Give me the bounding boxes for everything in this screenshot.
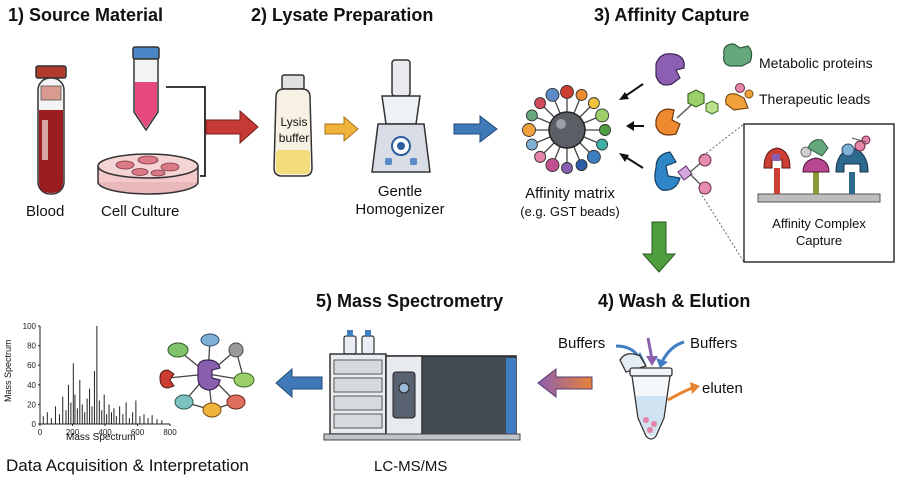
matrix-ligand: [575, 159, 588, 172]
matrix-ligand: [545, 87, 560, 102]
matrix-ligand: [522, 123, 536, 137]
arrow-5-to-network-icon: [275, 367, 323, 399]
blood-tube-icon: [35, 65, 67, 195]
step-5-title: 5) Mass Spectrometry: [316, 291, 504, 311]
homogenizer-icon: [371, 59, 431, 173]
affinity-matrix-label: Affinity matrix: [525, 185, 615, 202]
ligand-purple-icon: [655, 53, 685, 86]
homogenizer-label-line1: Gentle: [377, 183, 423, 200]
spectrum-xtick-label: 600: [131, 428, 145, 437]
matrix-ligand: [599, 124, 611, 136]
petri-dish-icon: [97, 153, 199, 195]
arrow-3-to-4-icon: [641, 221, 677, 273]
arrow-lysis-to-homogenizer-icon: [324, 115, 359, 143]
matrix-ligand: [534, 150, 547, 163]
spectrum-ytick-label: 60: [27, 361, 36, 370]
falcon-tube-icon: [132, 46, 160, 132]
spectrum-ylabel: Mass Spectrum: [3, 339, 13, 402]
step-4-title: 4) Wash & Elution: [598, 291, 751, 311]
spectrum-ytick-label: 80: [27, 342, 36, 351]
matrix-ligand: [560, 85, 574, 99]
spectrum-xtick-label: 0: [38, 428, 43, 437]
ligand-orange-icon: [655, 89, 719, 136]
inset-connector: [699, 123, 745, 263]
legend-metabolic-label: Metabolic proteins: [759, 55, 873, 71]
lysis-label-line1: Lysis: [280, 115, 308, 129]
complex-label-line2: Capture: [795, 233, 843, 248]
blood-label: Blood: [26, 203, 65, 220]
lysis-buffer-bottle-icon: [273, 74, 313, 177]
ligand-blue-icon: [654, 151, 712, 195]
complex-label-line1: Affinity Complex: [772, 216, 866, 231]
homogenizer-label-line2: Homogenizer: [355, 201, 445, 218]
matrix-ligand: [575, 88, 588, 101]
spectrum-ytick-label: 40: [27, 381, 36, 390]
eppendorf-tube-icon: [619, 353, 673, 440]
lysis-label-line2: buffer: [278, 131, 310, 145]
step-2-title: 2) Lysate Preparation: [251, 5, 434, 25]
affinity-matrix-sublabel: (e.g. GST beads): [520, 204, 620, 219]
matrix-ligand: [561, 162, 573, 174]
lc-ms-instrument-icon: [323, 330, 521, 441]
buffers-left-label: Buffers: [558, 335, 606, 352]
spectrum-xtick-label: 800: [163, 428, 177, 437]
matrix-ligand: [545, 158, 560, 173]
spectrum-ytick-label: 0: [32, 420, 37, 429]
matrix-ligand: [525, 109, 538, 122]
matrix-ligand: [525, 138, 538, 151]
affinity-complex-inset: [743, 123, 895, 263]
capture-arrows: [619, 83, 644, 169]
data-acquisition-label: Data Acquisition & Interpretation: [6, 456, 249, 475]
affinity-matrix-bead-icon: [522, 85, 611, 174]
step-1-title: 1) Source Material: [8, 5, 164, 25]
legend-therapeutic-label: Therapeutic leads: [759, 91, 871, 107]
legend-metabolic-icon: [723, 43, 753, 67]
eluten-label: eluten: [702, 380, 743, 397]
spectrum-xlabel: Mass Spectrum: [66, 432, 136, 443]
eluent-arrow-icon: [667, 382, 700, 402]
matrix-ligand: [534, 97, 547, 110]
lcms-label: LC-MS/MS: [374, 458, 448, 475]
spectrum-xtick-label: 200: [66, 428, 80, 437]
protein-network-icon: [159, 333, 255, 418]
arrow-4-to-5-icon: [537, 367, 593, 399]
legend-therapeutic-icon: [725, 83, 754, 111]
matrix-ligand: [587, 97, 600, 110]
arrow-1-to-2-icon: [205, 109, 259, 145]
source-bracket: [166, 86, 206, 177]
spectrum-xtick-label: 400: [98, 428, 112, 437]
arrow-2-to-3-icon: [453, 114, 498, 144]
matrix-ligand: [586, 149, 601, 164]
step-3-title: 3) Affinity Capture: [594, 5, 750, 25]
cell-culture-label: Cell Culture: [101, 203, 180, 220]
spectrum-ytick-label: 100: [23, 322, 37, 331]
matrix-ligand: [596, 138, 609, 151]
spectrum-ytick-label: 20: [27, 400, 36, 409]
buffers-right-label: Buffers: [690, 335, 738, 352]
matrix-ligand: [595, 108, 610, 123]
